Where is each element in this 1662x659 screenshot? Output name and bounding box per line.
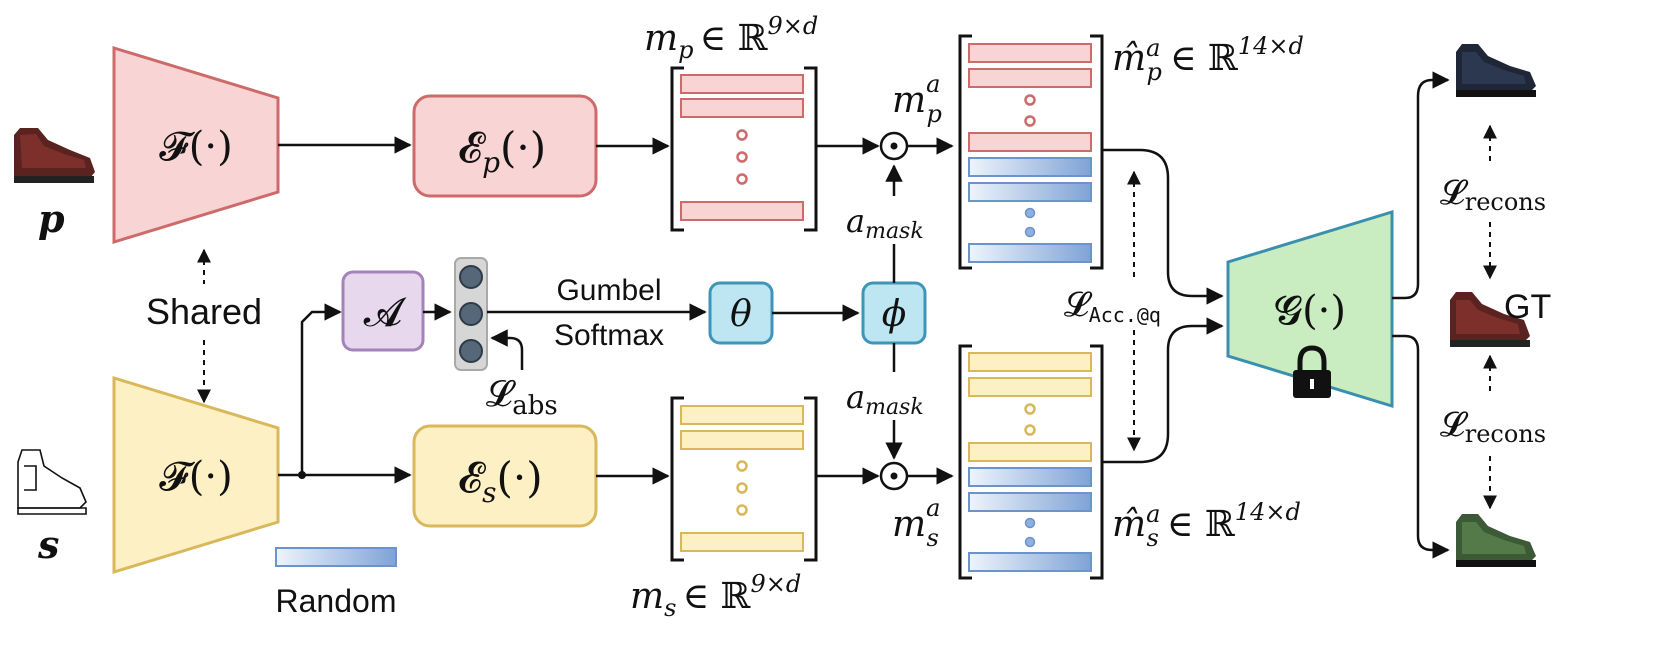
arrow-labs-to-probs xyxy=(490,329,524,370)
mp-row xyxy=(680,201,804,221)
mhat-s-dot xyxy=(1024,424,1036,436)
arrow-g-to-output-top xyxy=(1392,71,1450,300)
mhat-s-row-yellow xyxy=(968,352,1092,372)
mhat-p-dot xyxy=(1024,226,1036,238)
ms-ellipsis-dot xyxy=(736,482,748,494)
mhat-p-bracket-left xyxy=(958,34,972,270)
odot-bottom-center xyxy=(890,472,898,480)
ms-label: ms∈ ℝ9×d xyxy=(630,570,801,622)
mhat-p-dot xyxy=(1024,94,1036,106)
ms-bracket-right xyxy=(804,396,818,562)
mhat-p-row-blue xyxy=(968,182,1092,202)
mp-bracket-right xyxy=(804,66,818,232)
mhat-s-dot xyxy=(1024,403,1036,415)
mhat-p-bracket-right xyxy=(1090,34,1104,270)
mhat-s-row-blue xyxy=(968,492,1092,512)
mp-ellipsis-dot xyxy=(736,129,748,141)
mp-row xyxy=(680,98,804,118)
ms-bracket-left xyxy=(670,396,684,562)
encoder-ep-label: 𝓔p(·) xyxy=(458,123,546,179)
odot-top-center xyxy=(890,142,898,150)
encoder-f-top-label: 𝓕(·) xyxy=(159,124,232,170)
output-shoe-bottom-image xyxy=(1456,514,1536,567)
output-shoe-top-image xyxy=(1456,44,1536,97)
prob-node xyxy=(459,265,483,289)
ms-ellipsis-dot xyxy=(736,504,748,516)
loss-abs-label: 𝓛abs xyxy=(486,374,558,421)
merge-arrow-bottom xyxy=(1102,317,1224,464)
generator-label: 𝓖(·) xyxy=(1274,288,1346,334)
arrow-g-to-output-bottom xyxy=(1392,334,1450,559)
merge-arrow-top xyxy=(1101,148,1224,305)
mp-bracket-left xyxy=(670,66,684,232)
a-mask-bottom-label: amask xyxy=(846,378,924,420)
input-s-label: s xyxy=(37,522,59,567)
gt-label: GT xyxy=(1504,288,1551,326)
a-mask-top-label: amask xyxy=(846,202,924,244)
mhat-s-bracket-left xyxy=(958,344,972,580)
encoder-f-top-shape xyxy=(112,45,280,245)
loss-recons-top-label: 𝓛recons xyxy=(1440,173,1546,216)
input-shoe-p-image xyxy=(14,128,95,183)
ms-row xyxy=(680,405,804,425)
encoder-f-bottom-shape xyxy=(112,375,280,575)
attention-label: 𝓐 xyxy=(364,290,407,336)
arrow-branch-to-attention xyxy=(300,303,342,475)
mp-ellipsis-dot xyxy=(736,151,748,163)
input-sketch-s-image xyxy=(17,449,87,515)
mhat-p-dot xyxy=(1024,115,1036,127)
shared-label: Shared xyxy=(146,291,262,332)
mhat-p-row-red xyxy=(968,68,1092,88)
loss-recons-bottom-label: 𝓛recons xyxy=(1440,405,1546,448)
phi-label: ϕ xyxy=(882,294,907,335)
mhat-p-row-red xyxy=(968,132,1092,152)
mhat-s-row-yellow xyxy=(968,377,1092,397)
mp-label: mp∈ ℝ9×d xyxy=(644,12,818,64)
theta-label: θ xyxy=(730,294,752,335)
random-embedding-bar xyxy=(275,547,397,567)
lock-icon xyxy=(1293,345,1331,398)
mhat-s-row-blue xyxy=(968,467,1092,487)
prob-node xyxy=(459,302,483,326)
mhat-p-row-blue xyxy=(968,157,1092,177)
mhat-s-dot xyxy=(1024,536,1036,548)
output-shoe-gt-image xyxy=(1450,292,1530,347)
prob-node xyxy=(459,339,483,363)
gumbel-label: Gumbel xyxy=(556,274,661,307)
ms-ellipsis-dot xyxy=(736,460,748,472)
encoder-es-label: 𝓔s(·) xyxy=(458,453,543,509)
softmax-label: Softmax xyxy=(554,319,664,352)
mhat-p-row-blue xyxy=(968,243,1092,263)
ms-row xyxy=(680,430,804,450)
mhat-s-dot xyxy=(1024,517,1036,529)
mhat-p-row-red xyxy=(968,43,1092,63)
mp-ellipsis-dot xyxy=(736,173,748,185)
random-label: Random xyxy=(276,583,397,619)
mhat-p-dot xyxy=(1024,207,1036,219)
ms-row xyxy=(680,532,804,552)
generator-shape xyxy=(1226,209,1394,409)
input-p-label: p xyxy=(38,196,65,241)
mp-row xyxy=(680,74,804,94)
encoder-f-bottom-label: 𝓕(·) xyxy=(159,454,232,500)
mhat-s-row-yellow xyxy=(968,442,1092,462)
loss-acc-label: 𝓛Acc.@q xyxy=(1064,285,1161,327)
mhat-s-row-blue xyxy=(968,552,1092,572)
